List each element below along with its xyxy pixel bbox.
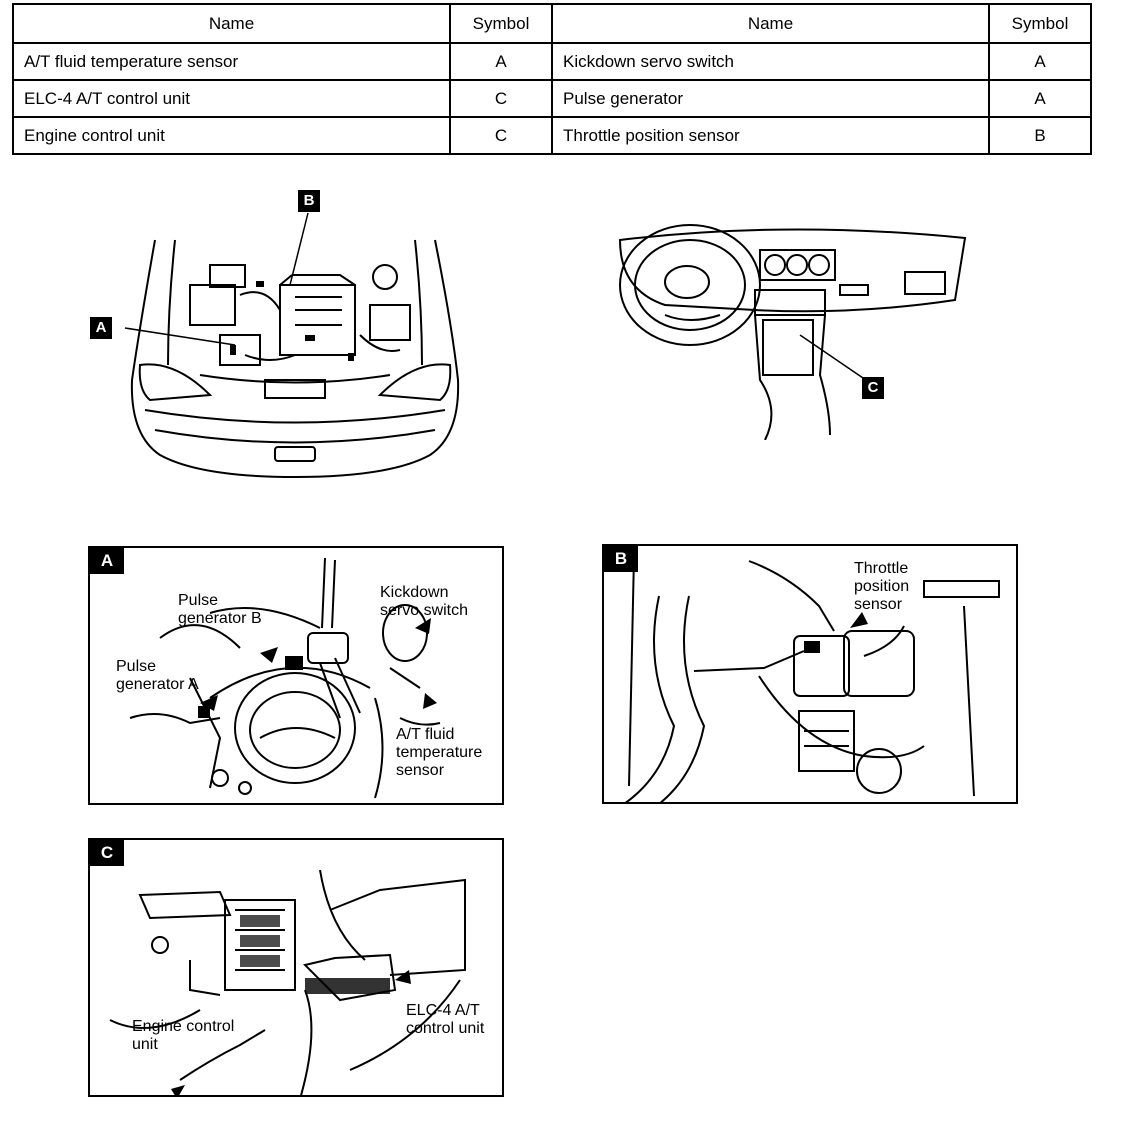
kickdown-servo-switch-label: Kickdown servo switch xyxy=(380,584,469,619)
dashboard-overview: C xyxy=(605,210,980,441)
throttle-position-sensor-label: Throttle position sensor xyxy=(854,560,910,613)
engine-bay-drawing xyxy=(124,212,460,479)
component-symbol: A xyxy=(449,42,553,81)
transmission-drawing xyxy=(129,557,441,799)
component-symbol: A xyxy=(988,42,1092,81)
header-name-left: Name xyxy=(12,3,451,44)
overview-marker-a: A xyxy=(90,317,112,339)
elc4-control-unit-label: ELC-4 A/T control unit xyxy=(406,1002,485,1037)
detail-panel-c: C Engine control unit ELC-4 A/T control … xyxy=(88,838,504,1097)
component-name: Throttle position sensor xyxy=(551,116,990,155)
panel-a-tag: A xyxy=(90,548,124,574)
panel-b-tag: B xyxy=(604,546,638,572)
engine-bay-overview: A B xyxy=(80,185,460,485)
panel-c-tag: C xyxy=(90,840,124,866)
detail-panel-a: A Pulse generator B Kickdown servo switc… xyxy=(88,546,504,805)
component-name: Engine control unit xyxy=(12,116,451,155)
component-symbol: B xyxy=(988,116,1092,155)
component-symbol: A xyxy=(988,79,1092,118)
component-name: ELC-4 A/T control unit xyxy=(12,79,451,118)
header-symbol-left: Symbol xyxy=(449,3,553,44)
throttle-body-drawing xyxy=(624,555,1000,802)
overview-marker-b: B xyxy=(298,190,320,212)
pulse-generator-b-label: Pulse generator B xyxy=(178,592,262,627)
overview-marker-c: C xyxy=(862,377,884,399)
component-symbol: C xyxy=(449,79,553,118)
fluid-temperature-sensor-label: A/T fluid temperature sensor xyxy=(396,726,483,779)
component-name: Kickdown servo switch xyxy=(551,42,990,81)
component-name: Pulse generator xyxy=(551,79,990,118)
component-name: A/T fluid temperature sensor xyxy=(12,42,451,81)
component-location-table: Name Symbol Name Symbol A/T fluid temper… xyxy=(12,3,1092,155)
component-symbol: C xyxy=(449,116,553,155)
table-row: ELC-4 A/T control unit C Pulse generator… xyxy=(12,79,1092,118)
table-row: A/T fluid temperature sensor A Kickdown … xyxy=(12,42,1092,81)
header-name-right: Name xyxy=(551,3,990,44)
control-units-drawing xyxy=(109,869,466,1095)
table-header-row: Name Symbol Name Symbol xyxy=(12,3,1092,44)
header-symbol-right: Symbol xyxy=(988,3,1092,44)
engine-control-unit-label: Engine control unit xyxy=(132,1018,235,1053)
table-row: Engine control unit C Throttle position … xyxy=(12,116,1092,155)
dashboard-drawing xyxy=(618,224,967,441)
detail-panel-b: B Throttle position sensor xyxy=(602,544,1018,804)
pulse-generator-a-label: Pulse generator A xyxy=(116,658,199,693)
